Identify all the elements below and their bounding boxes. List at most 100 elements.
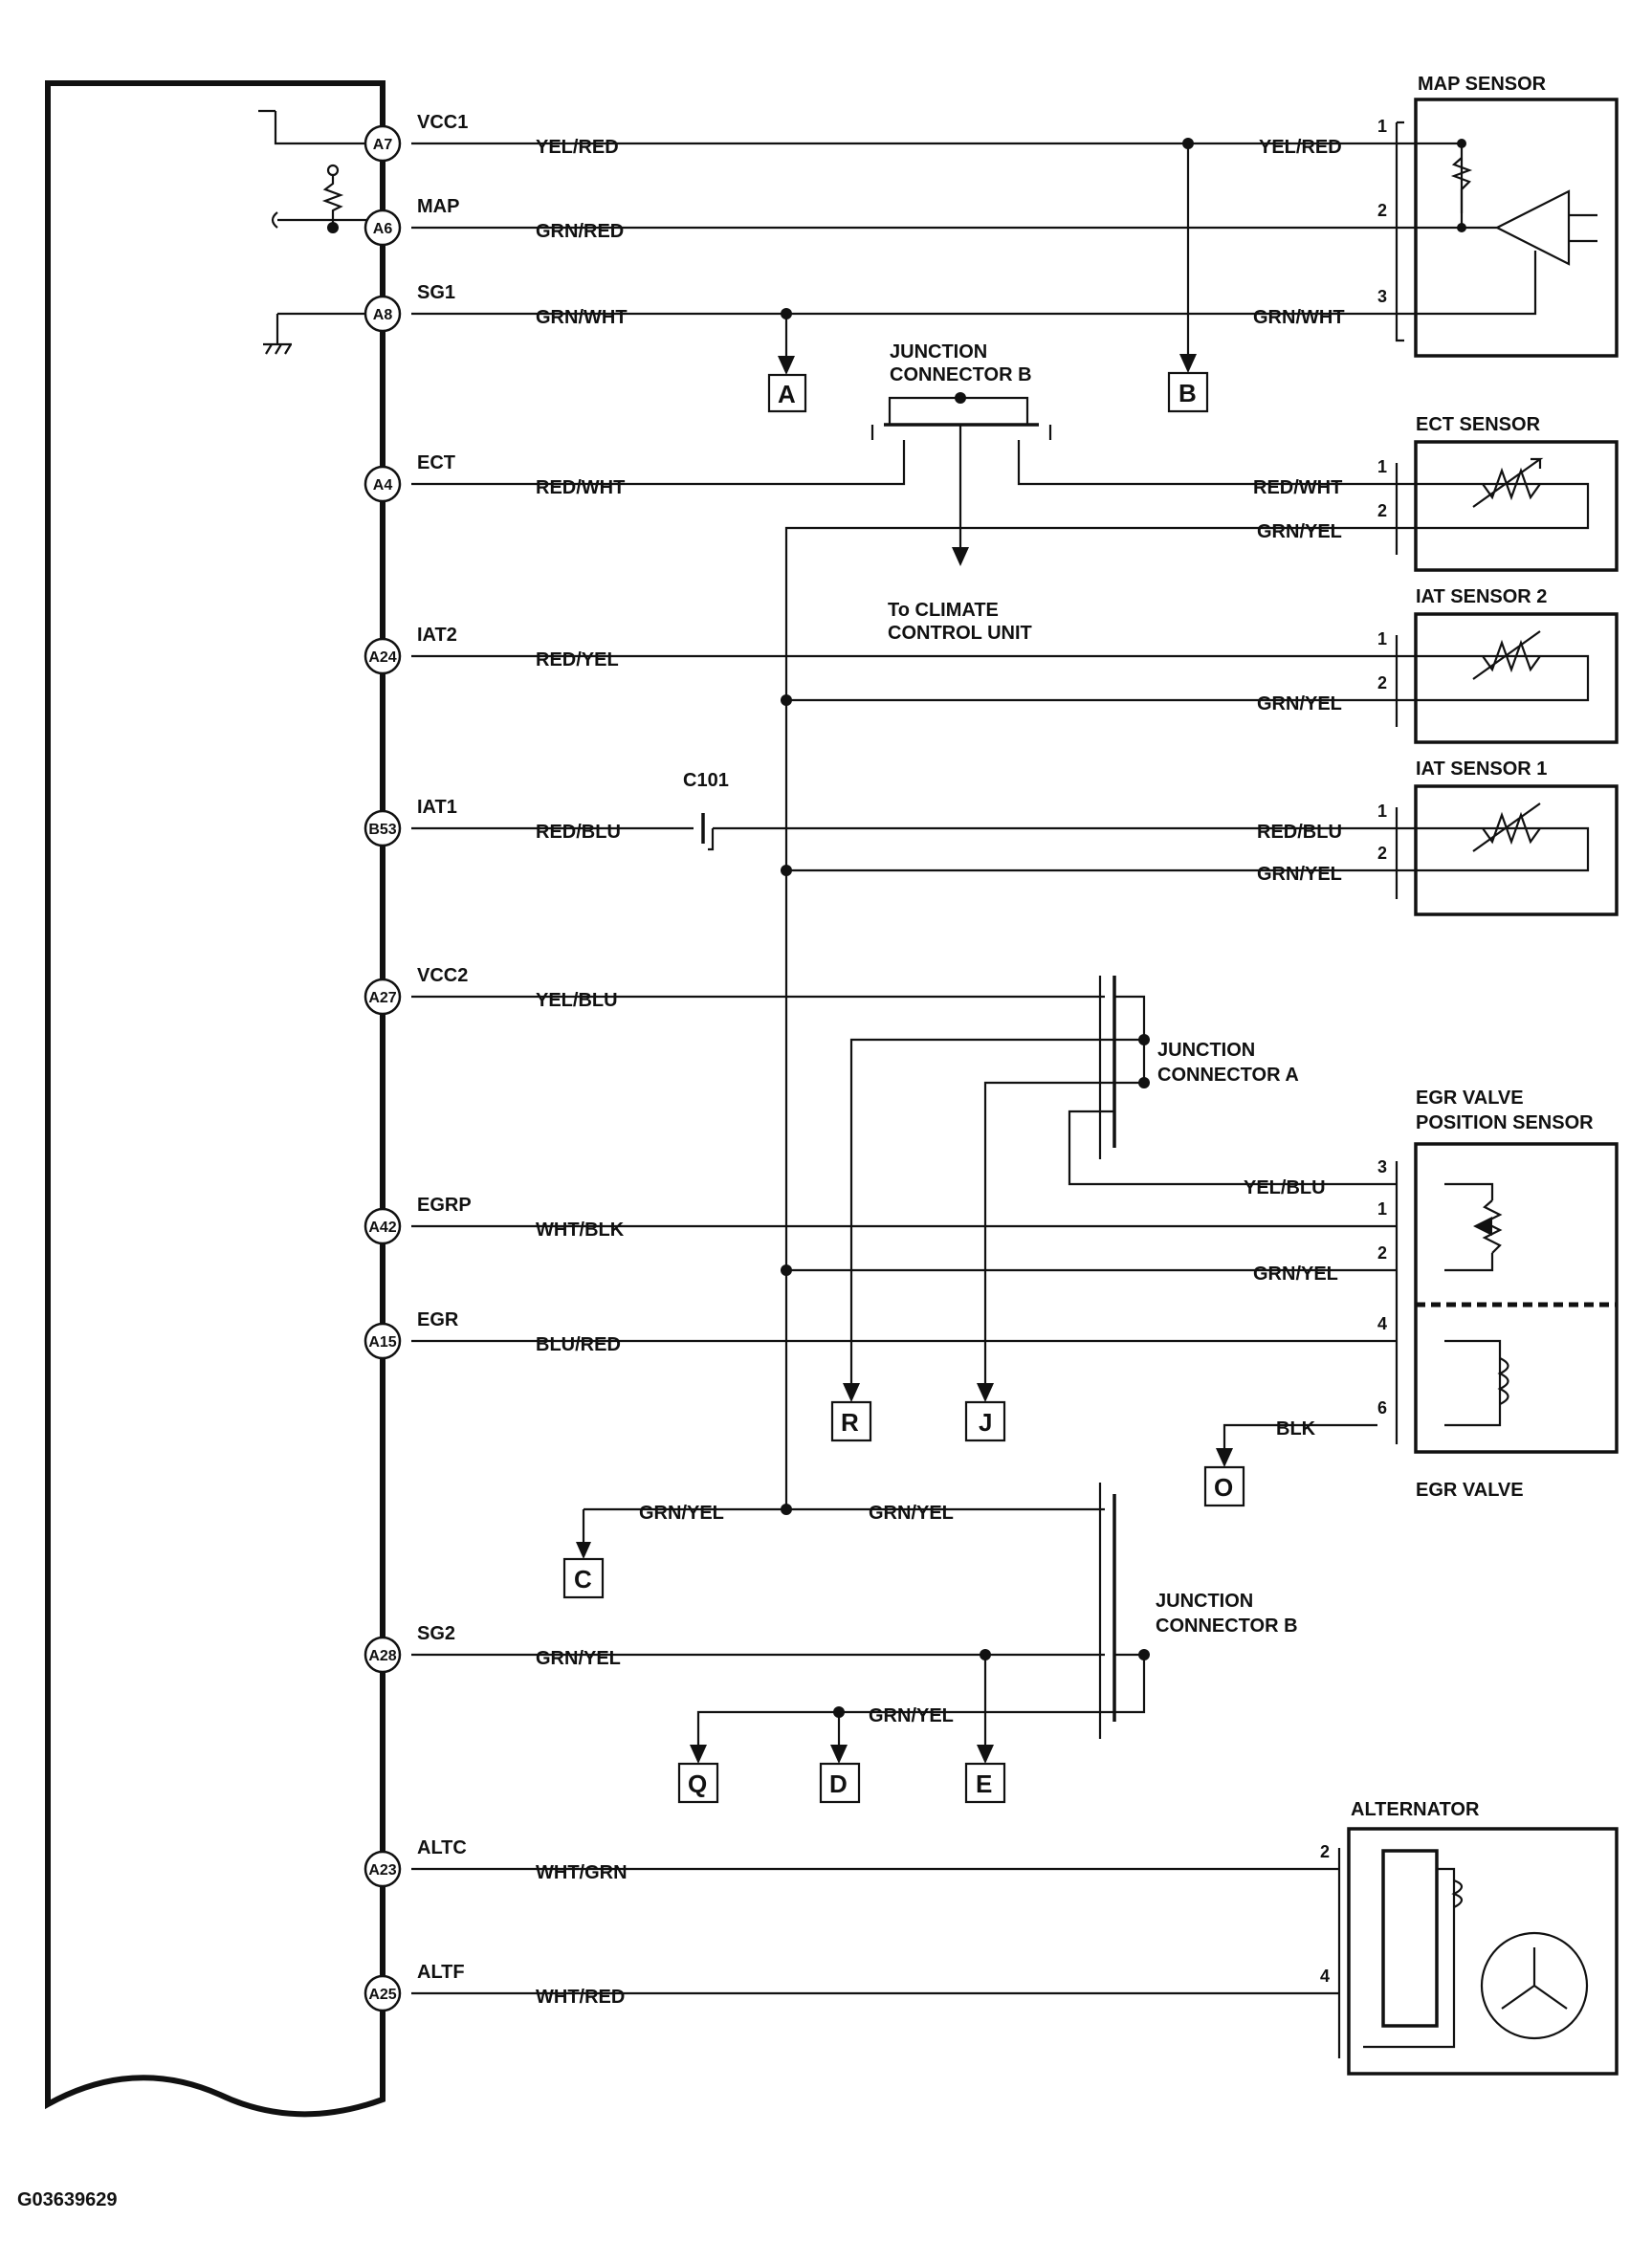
climate-line2: CONTROL UNIT	[888, 623, 1032, 644]
pin-id-a28: A28	[368, 1648, 396, 1664]
pin-name-a7: VCC1	[417, 112, 468, 133]
iat1-wire-grnyel: GRN/YEL	[1257, 864, 1342, 885]
letter-d: D	[829, 1769, 848, 1798]
pin-wire-a24: RED/YEL	[536, 649, 619, 670]
letter-j: J	[979, 1408, 992, 1437]
alternator-title: ALTERNATOR	[1351, 1799, 1480, 1820]
egr-pos-pin-2: 2	[1377, 1243, 1387, 1263]
pin-id-a23: A23	[368, 1862, 396, 1879]
pin-id-a24: A24	[368, 649, 396, 666]
component-boxes	[1337, 98, 1619, 2076]
iat2-pin-1: 1	[1377, 629, 1387, 648]
c101-label: C101	[683, 770, 729, 791]
pin-wire-a15: BLU/RED	[536, 1334, 621, 1355]
pin-wire-a7: YEL/RED	[536, 137, 619, 158]
ect-wire-grnyel: GRN/YEL	[1257, 521, 1342, 542]
pin-name-a23: ALTC	[417, 1837, 467, 1858]
ecm-pin-group: A7VCC1YEL/REDA6MAPGRN/REDA8SG1GRN/WHTA4E…	[363, 112, 628, 2012]
letter-c: C	[574, 1565, 592, 1594]
iat2-pin-2: 2	[1377, 673, 1387, 692]
alt-pin-4: 4	[1320, 1967, 1330, 1986]
map-wire-yelred: YEL/RED	[1259, 137, 1342, 158]
letter-q: Q	[688, 1769, 707, 1798]
egr-pos-pin-3: 3	[1377, 1157, 1387, 1176]
junction-b-top-line1: JUNCTION	[890, 341, 987, 363]
pin-circle-a25	[363, 1974, 402, 2012]
iat2-wire-grnyel: GRN/YEL	[1257, 693, 1342, 714]
pin-circle-a7	[363, 124, 402, 163]
letter-o: O	[1214, 1473, 1233, 1502]
letter-boxes	[562, 371, 1245, 1804]
junction-b-bottom-line1: JUNCTION	[1156, 1591, 1253, 1612]
pin-wire-a28: GRN/YEL	[536, 1648, 621, 1669]
pin-name-a27: VCC2	[417, 965, 468, 986]
pin-name-b53: IAT1	[417, 797, 457, 818]
pin-id-a4: A4	[373, 477, 393, 494]
pin-wire-a23: WHT/GRN	[536, 1862, 628, 1883]
pin-id-a7: A7	[373, 137, 393, 153]
iat1-pin-1: 1	[1377, 802, 1387, 821]
pin-name-a8: SG1	[417, 282, 455, 303]
pin-name-a42: EGRP	[417, 1195, 472, 1216]
pin-wire-a4: RED/WHT	[536, 477, 625, 498]
iat1-sensor-title: IAT SENSOR 1	[1416, 758, 1547, 780]
pin-name-a4: ECT	[417, 452, 455, 473]
pin-circle-a15	[363, 1322, 402, 1360]
junction-a-line2: CONNECTOR A	[1157, 1065, 1299, 1086]
iat1-wire-redblu: RED/BLU	[1257, 822, 1342, 843]
egr-pos-wire-grnyel: GRN/YEL	[1253, 1264, 1338, 1285]
map-sensor-title: MAP SENSOR	[1418, 74, 1547, 95]
pin-id-a8: A8	[373, 307, 393, 323]
pin-circle-a28	[363, 1636, 402, 1674]
pin-wire-a8: GRN/WHT	[536, 307, 628, 328]
egr-pos-wire-yelblu: YEL/BLU	[1244, 1177, 1326, 1198]
egr-valve-pin-4: 4	[1377, 1314, 1387, 1333]
pin-id-a27: A27	[368, 990, 396, 1006]
egr-valve-title: EGR VALVE	[1416, 1480, 1524, 1501]
map-pin-1: 1	[1377, 117, 1387, 136]
ground-c-right-wire: GRN/YEL	[869, 1503, 954, 1524]
ect-sensor-title: ECT SENSOR	[1416, 414, 1541, 435]
map-wire-grnwht: GRN/WHT	[1253, 307, 1345, 328]
pin-circle-a23	[363, 1850, 402, 1888]
ground-c-left-wire: GRN/YEL	[639, 1503, 724, 1524]
map-pin-3: 3	[1377, 287, 1387, 306]
ect-wire-redwht: RED/WHT	[1253, 477, 1342, 498]
letter-b: B	[1178, 379, 1197, 407]
pin-circle-a27	[363, 978, 402, 1016]
map-pin-2: 2	[1377, 201, 1387, 220]
ecm-internal-circuits	[258, 109, 368, 355]
pin-wire-a27: YEL/BLU	[536, 990, 618, 1011]
pin-circle-a8	[363, 295, 402, 333]
pin-name-a28: SG2	[417, 1623, 455, 1644]
pin-wire-a6: GRN/RED	[536, 221, 624, 242]
junction-a-line1: JUNCTION	[1157, 1040, 1255, 1061]
pin-name-a25: ALTF	[417, 1962, 465, 1983]
pin-id-a42: A42	[368, 1220, 396, 1236]
ect-pin-1: 1	[1377, 457, 1387, 476]
letter-e: E	[976, 1769, 992, 1798]
iat2-sensor-title: IAT SENSOR 2	[1416, 586, 1547, 607]
iat1-pin-2: 2	[1377, 844, 1387, 863]
pin-circle-a6	[363, 209, 402, 247]
pin-id-a25: A25	[368, 1987, 396, 2003]
egr-valve-wire-blk: BLK	[1276, 1418, 1316, 1440]
ect-pin-2: 2	[1377, 501, 1387, 520]
letter-r: R	[841, 1408, 859, 1437]
pin-circle-b53	[363, 809, 402, 847]
letter-a: A	[778, 380, 796, 408]
alt-pin-2: 2	[1320, 1842, 1330, 1861]
pin-circle-a42	[363, 1207, 402, 1245]
egr-valve-pin-6: 6	[1377, 1398, 1387, 1418]
egr-pos-title-2: POSITION SENSOR	[1416, 1112, 1594, 1133]
pin-circle-a24	[363, 637, 402, 675]
pin-circle-a4	[363, 465, 402, 503]
junction-b-bottom-line2: CONNECTOR B	[1156, 1616, 1298, 1637]
ecm-outline	[45, 80, 385, 2118]
pin-name-a6: MAP	[417, 196, 459, 217]
egr-pos-title-1: EGR VALVE	[1416, 1088, 1524, 1109]
pin-name-a24: IAT2	[417, 625, 457, 646]
pin-name-a15: EGR	[417, 1309, 459, 1330]
figure-id: G03639629	[17, 2189, 118, 2210]
